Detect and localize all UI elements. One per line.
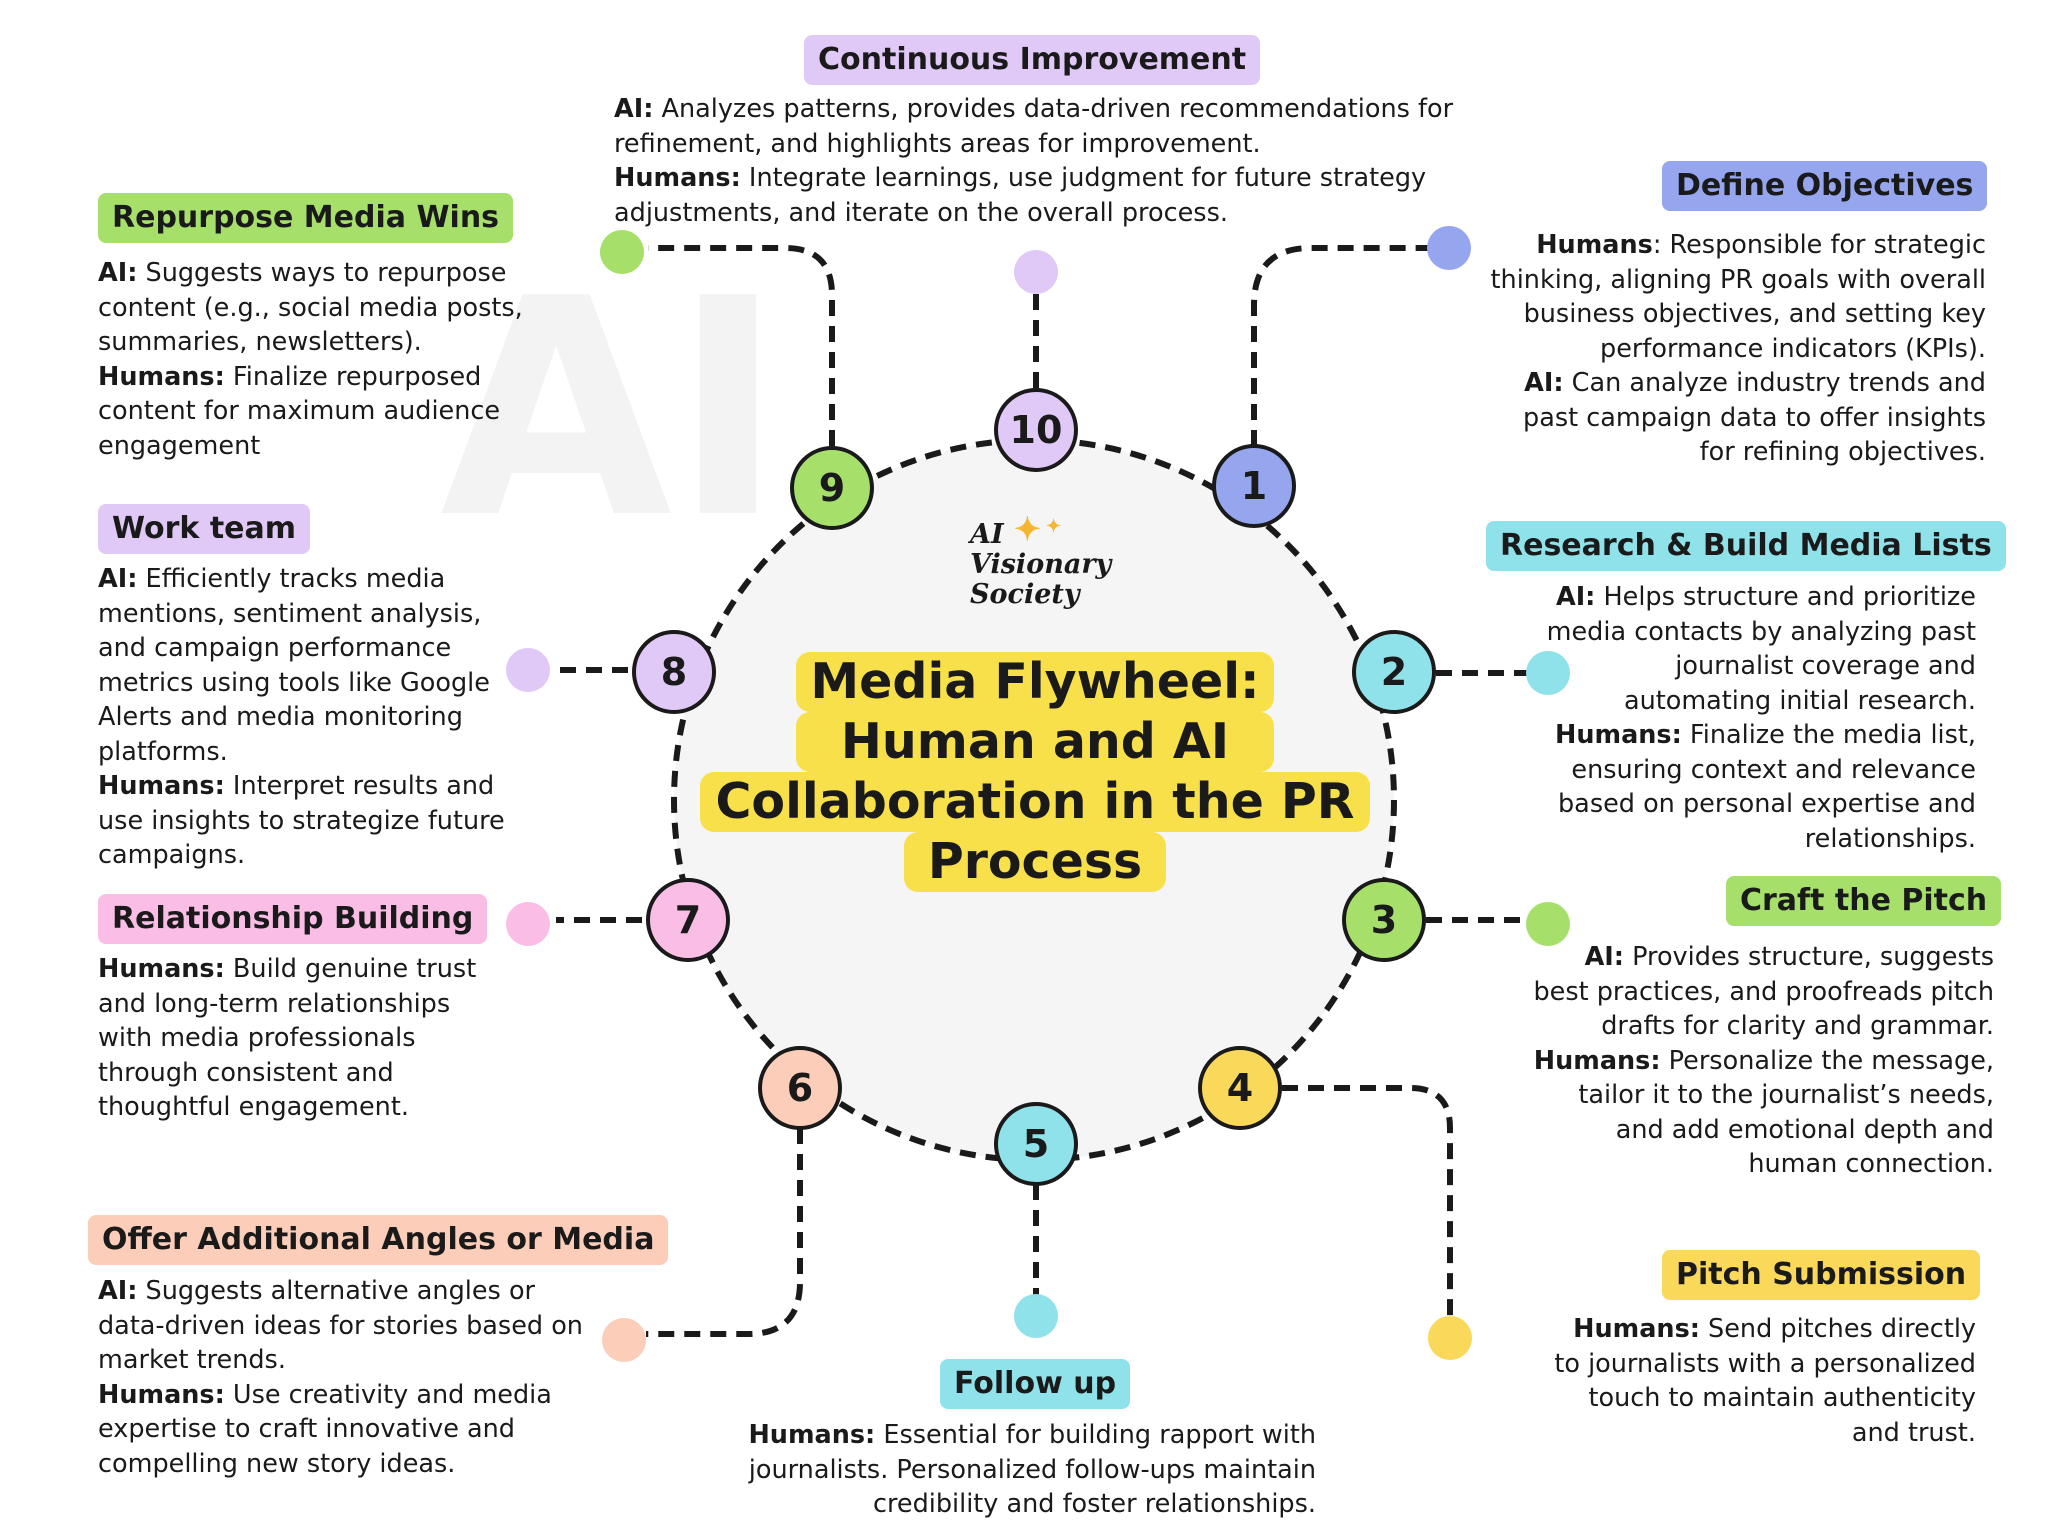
- step-desc-4: Humans: Send pitches directly to journal…: [1554, 1314, 1976, 1448]
- connector-6: [646, 1128, 803, 1337]
- logo-line-3: Society: [970, 579, 1080, 610]
- step-desc-10: AI: Analyzes patterns, provides data-dri…: [614, 94, 1454, 228]
- title-line-3: Collaboration in the PR: [700, 772, 1370, 832]
- endpoint-dot-9: [600, 230, 644, 274]
- step-desc-8: AI: Efficiently tracks media mentions, s…: [98, 564, 505, 870]
- step-desc-5: Humans: Essential for building rapport w…: [748, 1420, 1316, 1519]
- sparkle-icon: ✦: [1014, 510, 1041, 548]
- connector-1: [1251, 245, 1448, 446]
- watermark: AI: [440, 235, 784, 584]
- step-desc-2: AI: Helps structure and prioritize media…: [1546, 582, 1976, 854]
- step-circle-9: 9: [790, 446, 874, 530]
- logo-line-1: AI: [970, 519, 1004, 550]
- logo-line-2: Visionary: [970, 549, 1112, 580]
- step-circle-4: 4: [1198, 1046, 1282, 1130]
- step-desc-3: AI: Provides structure, suggests best pr…: [1533, 942, 1994, 1179]
- step-desc-7: Humans: Build genuine trust and long-ter…: [98, 954, 477, 1122]
- step-title-1: Define Objectives: [1662, 161, 1988, 211]
- step-title-5: Follow up: [940, 1359, 1131, 1409]
- title-line-2: Human and AI: [796, 712, 1274, 772]
- title-line-1: Media Flywheel:: [796, 652, 1274, 712]
- step-circle-8: 8: [632, 630, 716, 714]
- step-title-4: Pitch Submission: [1662, 1250, 1981, 1300]
- step-circle-6: 6: [758, 1046, 842, 1130]
- endpoint-dot-6: [602, 1318, 646, 1362]
- endpoint-dot-2: [1526, 651, 1570, 695]
- sparkle-small-icon: ✦: [1046, 516, 1062, 537]
- endpoint-dot-1: [1427, 226, 1471, 270]
- connector-4: [1282, 1085, 1453, 1316]
- step-circle-5: 5: [994, 1102, 1078, 1186]
- endpoint-dot-10: [1014, 250, 1058, 294]
- step-circle-1: 1: [1212, 444, 1296, 528]
- endpoint-dot-3: [1526, 902, 1570, 946]
- step-circle-7: 7: [646, 878, 730, 962]
- endpoint-dot-4: [1428, 1316, 1472, 1360]
- endpoint-dot-5: [1014, 1294, 1058, 1338]
- step-title-6: Offer Additional Angles or Media: [88, 1215, 669, 1265]
- step-title-3: Craft the Pitch: [1726, 876, 2002, 926]
- connector-9: [648, 245, 835, 446]
- step-title-2: Research & Build Media Lists: [1486, 521, 2006, 571]
- endpoint-dot-7: [506, 902, 550, 946]
- step-circle-3: 3: [1342, 878, 1426, 962]
- step-title-9: Repurpose Media Wins: [98, 193, 514, 243]
- step-circle-10: 10: [994, 388, 1078, 472]
- title-line-4: Process: [904, 832, 1166, 892]
- step-circle-2: 2: [1352, 630, 1436, 714]
- step-desc-1: Humans: Responsible for strategic thinki…: [1490, 230, 1986, 467]
- step-title-10: Continuous Improvement: [804, 35, 1261, 85]
- step-desc-9: AI: Suggests ways to repurpose content (…: [98, 258, 523, 461]
- step-title-8: Work team: [98, 504, 311, 554]
- step-desc-6: AI: Suggests alternative angles or data-…: [98, 1276, 583, 1479]
- step-title-7: Relationship Building: [98, 894, 488, 944]
- endpoint-dot-8: [506, 648, 550, 692]
